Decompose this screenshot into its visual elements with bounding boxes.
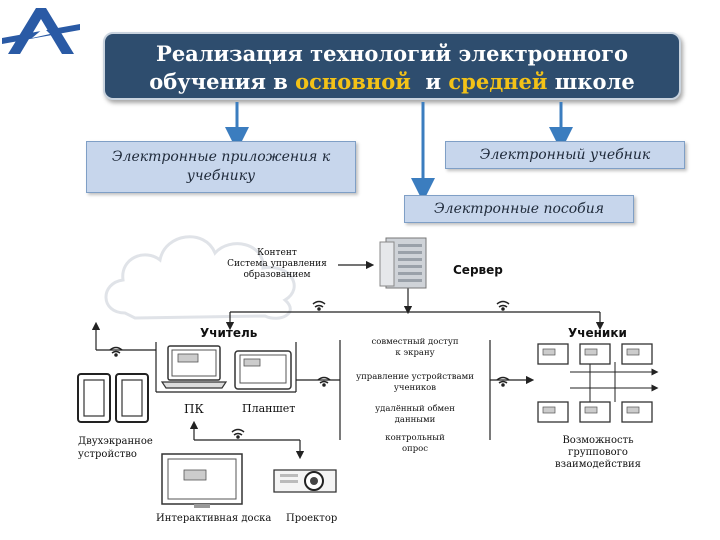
logo-icon [2, 8, 80, 54]
function-4-line-1: контрольный [385, 433, 445, 443]
title-line-2: обучения в основной и средней школе [105, 68, 679, 96]
students-label: Ученики [568, 326, 627, 340]
title-highlight-basic: основной [295, 69, 411, 94]
function-data-exchange: удалённый обмен данными [342, 404, 488, 426]
content-line-3: образованием [243, 270, 311, 280]
group-interaction-label: Возможность группового взаимодействия [548, 435, 648, 471]
dual-screen-label: Двухэкранное устройство [78, 435, 153, 461]
function-2-line-1: управление устройствами [356, 372, 474, 382]
title-line-1: Реализация технологий электронного [156, 41, 628, 66]
slide-title: Реализация технологий электронного обуче… [103, 32, 681, 100]
dual-line-2: устройство [78, 449, 137, 460]
group-line-1: Возможность [562, 435, 634, 446]
teacher-label: Учитель [200, 326, 258, 340]
box-electronic-manuals: Электронные пособия [404, 195, 634, 223]
box-electronic-textbook: Электронный учебник [445, 141, 685, 169]
function-3-line-1: удалённый обмен [375, 404, 455, 414]
function-test-poll: контрольный опрос [342, 433, 488, 455]
projector-label: Проектор [286, 513, 338, 524]
tablet-label: Планшет [242, 402, 296, 415]
tablet-icon [234, 350, 292, 390]
board-label: Интерактивная доска [156, 513, 272, 524]
dual-screen-icon [77, 373, 149, 423]
dual-line-1: Двухэкранное [78, 436, 153, 447]
function-1-line-2: к экрану [395, 348, 435, 358]
content-line-2: Система управления [227, 259, 327, 269]
title-highlight-secondary: средней [448, 69, 548, 94]
wifi-icon [109, 300, 510, 439]
group-line-2: группового [568, 447, 628, 458]
function-3-line-2: данными [394, 415, 436, 425]
student-devices-icon [537, 343, 653, 423]
projector-icon [273, 469, 337, 493]
function-4-line-2: опрос [401, 444, 429, 454]
function-device-control: управление устройствами учеников [342, 372, 488, 394]
interactive-board-icon [161, 453, 243, 508]
laptop-icon [160, 345, 228, 389]
content-label: Контент Система управления образованием [218, 248, 336, 281]
box-electronic-apps: Электронные приложения к учебнику [86, 141, 356, 193]
function-screen-share: совместный доступ к экрану [342, 337, 488, 359]
function-2-line-2: учеников [393, 383, 437, 393]
title-line-2-start: обучения в [149, 69, 296, 94]
title-line-2-mid: и [410, 69, 449, 94]
title-line-2-end: школе [547, 69, 635, 94]
function-1-line-1: совместный доступ [371, 337, 459, 347]
server-icon [379, 237, 427, 289]
content-line-1: Контент [257, 248, 297, 258]
group-line-3: взаимодействия [555, 459, 641, 470]
server-label: Сервер [453, 263, 503, 277]
pc-label: ПК [184, 402, 204, 416]
cloud-icon [104, 235, 296, 320]
